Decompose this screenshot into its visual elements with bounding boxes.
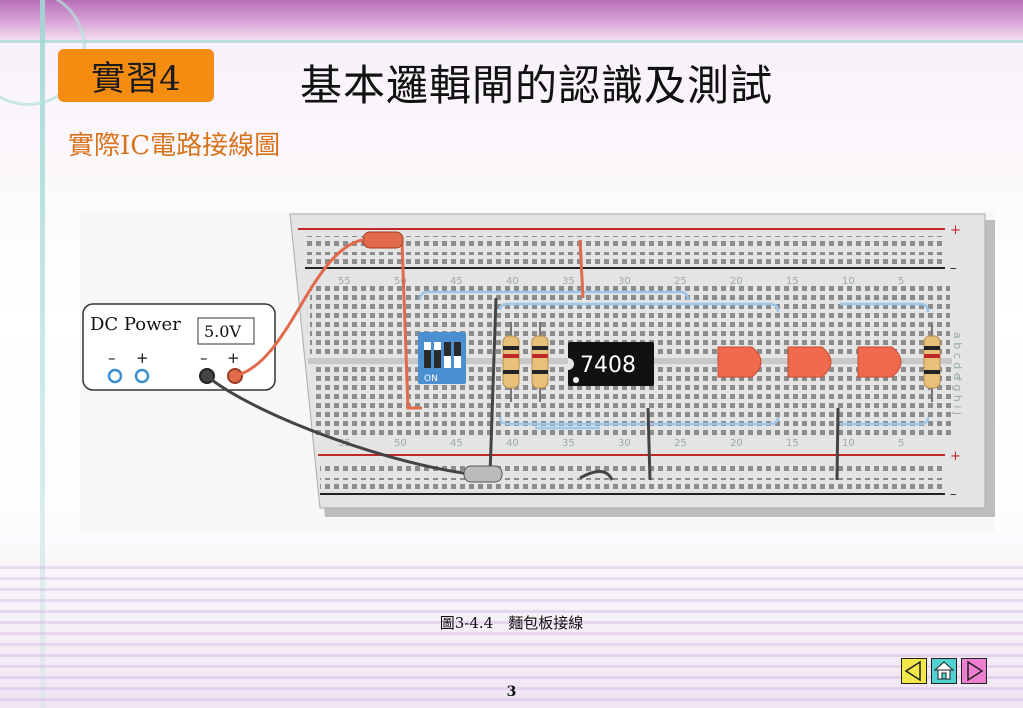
home-button[interactable] <box>931 658 957 684</box>
ic-label: 7408 <box>580 353 636 378</box>
row-letters-top: a b c d e <box>951 332 964 380</box>
wires <box>400 239 840 481</box>
svg-text:+: + <box>136 349 149 367</box>
header-band <box>0 0 1023 40</box>
svg-text:30: 30 <box>618 276 631 287</box>
rail-minus-label-top: – <box>950 261 957 276</box>
voltage-readout: 5.0V <box>204 322 241 341</box>
led-2 <box>787 346 832 378</box>
bus-lines <box>418 290 930 430</box>
red-lead <box>234 238 363 378</box>
svg-text:5: 5 <box>898 276 904 287</box>
slide-subtitle: 實際IC電路接線圖 <box>68 131 281 161</box>
svg-text:–: – <box>108 349 116 367</box>
column-numbers-top: 55 50 45 40 35 30 25 20 15 10 5 <box>338 276 904 287</box>
lab-badge-label: 實習4 <box>91 59 181 99</box>
svg-text:50: 50 <box>394 438 407 449</box>
resistor-2 <box>531 322 549 402</box>
black-clip <box>463 465 503 483</box>
svg-text:10: 10 <box>842 276 855 287</box>
triangle-left-icon <box>901 658 927 684</box>
red-clip <box>362 231 404 249</box>
svg-text:+: + <box>227 349 240 367</box>
led-1 <box>717 346 762 378</box>
decorative-footer-stripes <box>0 558 1023 708</box>
home-icon <box>931 658 957 684</box>
svg-text:20: 20 <box>730 276 743 287</box>
rail-plus-label-top: + <box>950 223 961 238</box>
led-3 <box>857 346 902 378</box>
svg-text:40: 40 <box>506 438 519 449</box>
dc-power-label: DC Power <box>90 314 181 335</box>
previous-slide-button[interactable] <box>901 658 927 684</box>
page-number: 3 <box>506 684 517 700</box>
resistor-3 <box>923 324 941 402</box>
svg-text:45: 45 <box>450 438 463 449</box>
next-slide-button[interactable] <box>961 658 987 684</box>
header-divider <box>0 40 1023 43</box>
breadboard-figure: + – 55 50 45 40 35 30 25 20 15 10 5 55 5… <box>80 212 995 532</box>
svg-text:55: 55 <box>338 276 351 287</box>
rail-minus-label-bottom: – <box>950 487 957 502</box>
svg-text:50: 50 <box>394 276 407 287</box>
svg-text:15: 15 <box>786 438 799 449</box>
svg-text:35: 35 <box>562 438 575 449</box>
svg-text:45: 45 <box>450 276 463 287</box>
row-letters-bottom: f g h i j <box>951 377 964 415</box>
svg-text:–: – <box>200 349 208 367</box>
resistor-1 <box>502 322 520 402</box>
rail-plus-label-bottom: + <box>950 449 961 464</box>
led-group <box>717 346 902 378</box>
svg-text:25: 25 <box>674 438 687 449</box>
svg-text:10: 10 <box>842 438 855 449</box>
black-lead <box>206 374 471 476</box>
figure-caption: 圖3-4.4 麵包板接線 <box>439 614 584 632</box>
svg-text:5: 5 <box>898 438 904 449</box>
dip-switch-label: ON <box>424 374 438 384</box>
dip-switch: ON <box>418 332 466 384</box>
slide-title: 基本邏輯閘的認識及測試 <box>300 61 774 110</box>
dc-power-supply: DC Power 5.0V – + – + <box>82 303 276 391</box>
svg-text:25: 25 <box>674 276 687 287</box>
svg-text:15: 15 <box>786 276 799 287</box>
svg-text:20: 20 <box>730 438 743 449</box>
ic-7408: 7408 <box>568 342 654 386</box>
triangle-right-icon <box>961 658 987 684</box>
svg-text:35: 35 <box>562 276 575 287</box>
svg-text:30: 30 <box>618 438 631 449</box>
svg-text:40: 40 <box>506 276 519 287</box>
lab-badge: 實習4 <box>58 49 214 102</box>
breadboard-diagram: + – 55 50 45 40 35 30 25 20 15 10 5 55 5… <box>82 213 995 517</box>
decorative-vertical-line <box>40 0 45 708</box>
top-power-rails: + – <box>298 223 961 276</box>
